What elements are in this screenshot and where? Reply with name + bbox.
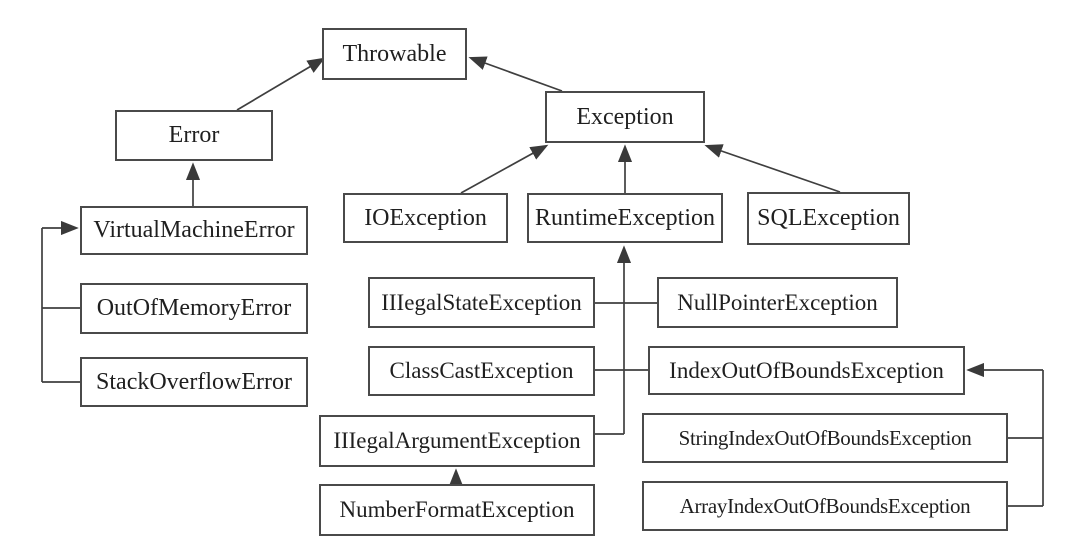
- node-io-exception: IOException: [343, 193, 508, 243]
- edge-error-throwable: [236, 57, 326, 111]
- edge-exception-throwable: [468, 56, 563, 92]
- edge-io-exception: [460, 144, 549, 194]
- node-index-out-of-bounds-exception: IndexOutOfBoundsException: [648, 346, 965, 395]
- node-out-of-memory-error: OutOfMemoryError: [80, 283, 308, 334]
- node-throwable: Throwable: [322, 28, 467, 80]
- node-runtime-exception: RuntimeException: [527, 193, 723, 243]
- node-array-index-out-of-bounds-exception: ArrayIndexOutOfBoundsException: [642, 481, 1008, 531]
- node-virtual-machine-error: VirtualMachineError: [80, 206, 308, 255]
- node-number-format-exception: NumberFormatException: [319, 484, 595, 536]
- node-illegal-state-exception: IIIegalStateException: [368, 277, 595, 328]
- node-illegal-argument-exception: IIIegalArgumentException: [319, 415, 595, 467]
- node-error: Error: [115, 110, 273, 161]
- node-stack-overflow-error: StackOverflowError: [80, 357, 308, 407]
- node-sql-exception: SQLException: [747, 192, 910, 245]
- node-string-index-out-of-bounds-exception: StringIndexOutOfBoundsException: [642, 413, 1008, 463]
- node-null-pointer-exception: NullPointerException: [657, 277, 898, 328]
- node-exception: Exception: [545, 91, 705, 143]
- node-class-cast-exception: ClassCastException: [368, 346, 595, 396]
- edge-sql-exception: [704, 144, 841, 193]
